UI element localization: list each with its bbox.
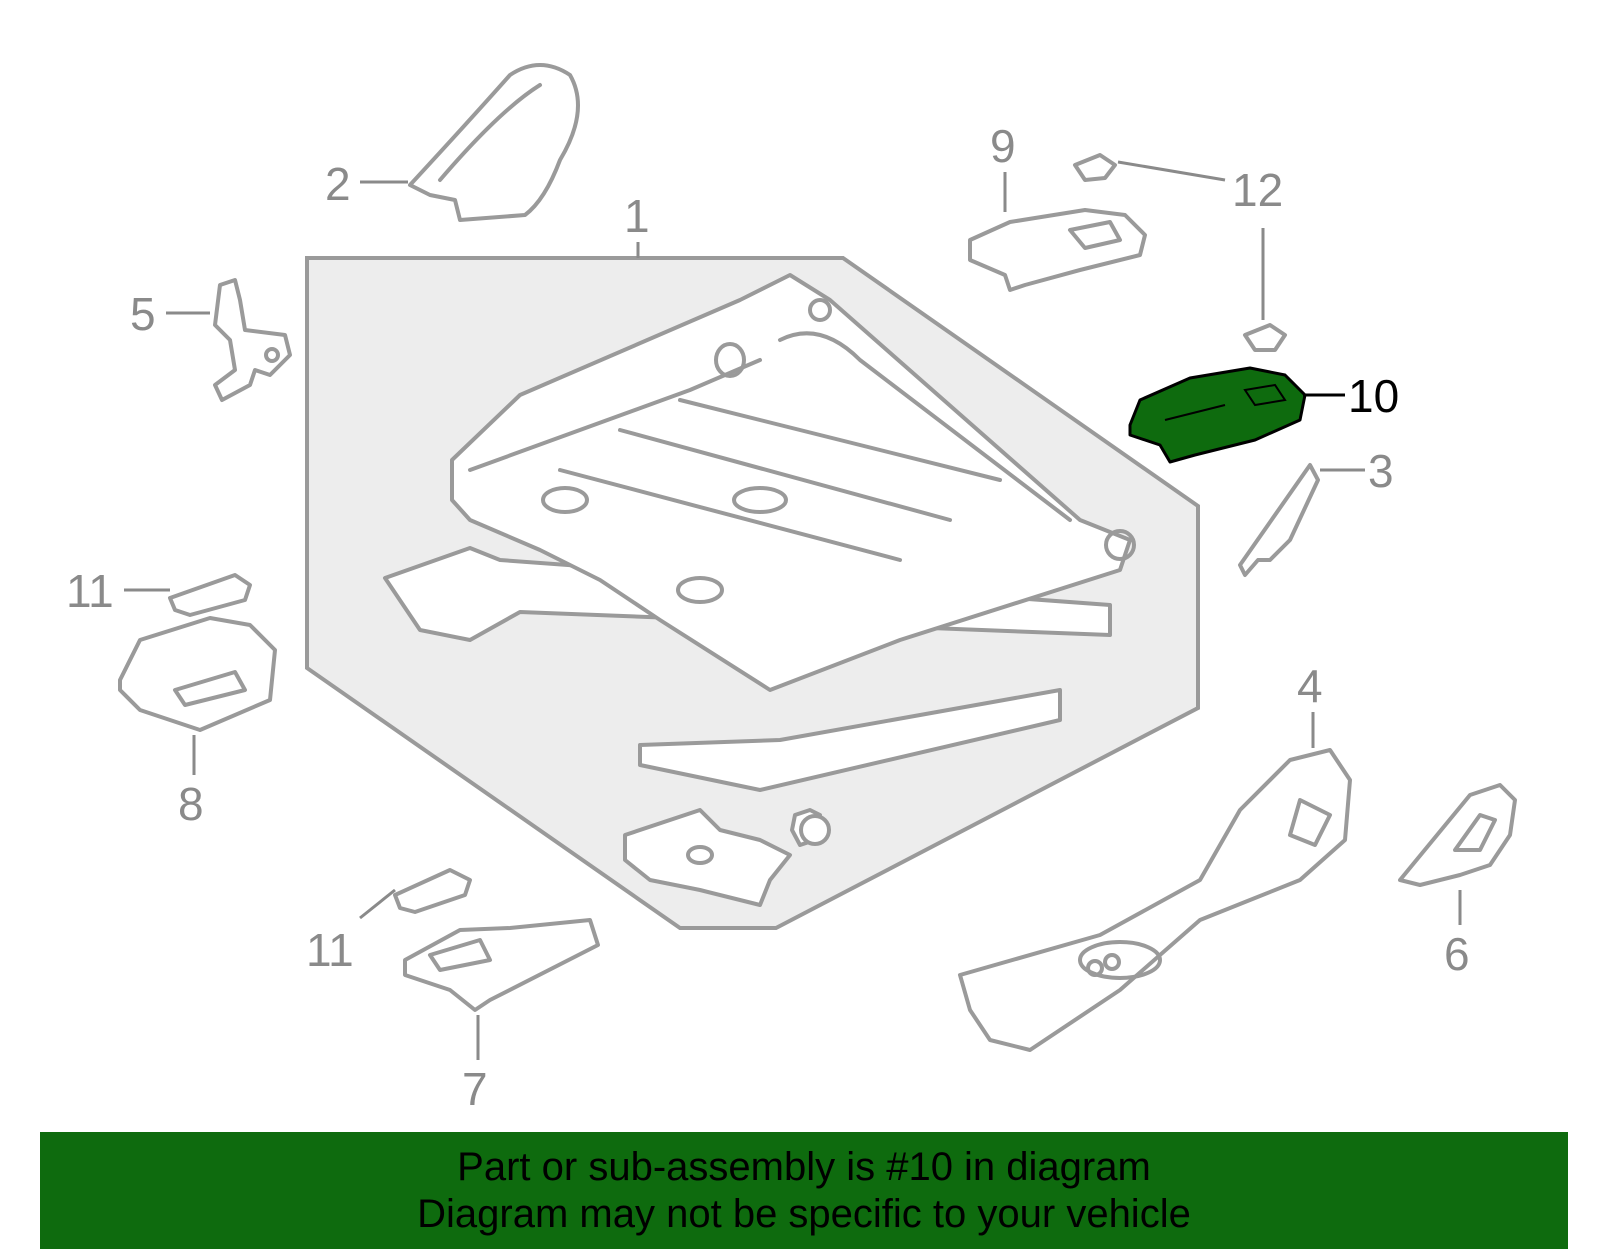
part-3-trim-strip[interactable] <box>1238 463 1320 577</box>
seat-frame-bolt-head <box>799 814 831 846</box>
callout-labels: 1 2 3 4 5 6 7 8 9 10 11 11 12 <box>66 120 1470 1115</box>
callout-8: 8 <box>178 778 204 830</box>
seat-frame-crossbar-1 <box>558 468 902 562</box>
callout-4: 4 <box>1297 660 1323 712</box>
callout-12: 12 <box>1232 164 1283 216</box>
part-4-side-shield[interactable] <box>958 748 1352 1052</box>
part-9-cover[interactable] <box>968 208 1147 292</box>
callout-10: 10 <box>1348 370 1399 422</box>
seat-frame-crossbar-3 <box>678 398 1002 482</box>
callout-1: 1 <box>624 190 650 242</box>
seat-frame-track-right <box>638 688 1062 792</box>
seat-frame-front-tube <box>468 358 762 472</box>
seat-frame-cushion <box>450 273 1132 692</box>
part-6-trim-cover[interactable] <box>1398 783 1517 887</box>
seat-frame-hole-1 <box>541 486 589 514</box>
seat-frame-rear-tube <box>778 331 1072 522</box>
callout-6: 6 <box>1444 928 1470 980</box>
callout-5: 5 <box>130 288 156 340</box>
leader-12-upper <box>1117 160 1226 182</box>
seat-frame-bracket-hole <box>686 845 714 865</box>
seat-frame-bracket <box>623 808 792 907</box>
callout-7: 7 <box>462 1063 488 1115</box>
part-11a-plate[interactable] <box>168 573 252 617</box>
part-1-seat-frame[interactable] <box>305 256 1200 930</box>
callout-3: 3 <box>1368 445 1394 497</box>
part-7-tray-cover[interactable] <box>403 918 600 1012</box>
callout-11b: 11 <box>306 924 354 976</box>
callout-11a: 11 <box>66 565 114 617</box>
seat-frame-hole-3 <box>732 486 788 514</box>
banner-line-1: Part or sub-assembly is #10 in diagram <box>457 1145 1151 1189</box>
part-11b-plate[interactable] <box>393 868 472 914</box>
callout-9: 9 <box>990 120 1016 172</box>
part-12-clip-upper[interactable] <box>1073 153 1117 182</box>
leader-lines <box>124 160 1462 1060</box>
part-12-clip-lower[interactable] <box>1243 323 1287 352</box>
part-10-highlighted-cover[interactable] <box>1128 366 1307 464</box>
seat-frame-crossbar-2 <box>618 428 952 522</box>
banner-line-2: Diagram may not be specific to your vehi… <box>417 1192 1191 1236</box>
seat-frame-hole-4 <box>714 342 746 378</box>
seat-frame-hole-2 <box>676 576 724 604</box>
info-banner: Part or sub-assembly is #10 in diagram D… <box>40 1132 1568 1249</box>
leader-11b <box>359 888 396 920</box>
seat-frame-pivot <box>1104 529 1136 561</box>
part-4-switch-recess <box>1078 940 1162 980</box>
part-5-bracket[interactable] <box>213 278 292 402</box>
part-2-backrest-cover[interactable] <box>408 63 580 222</box>
parts-diagram: 1 2 3 4 5 6 7 8 9 10 11 11 12 <box>66 63 1517 1115</box>
part-8-tray-cover[interactable] <box>118 616 277 732</box>
seat-frame-hole-5 <box>808 298 832 322</box>
callout-2: 2 <box>325 158 351 210</box>
